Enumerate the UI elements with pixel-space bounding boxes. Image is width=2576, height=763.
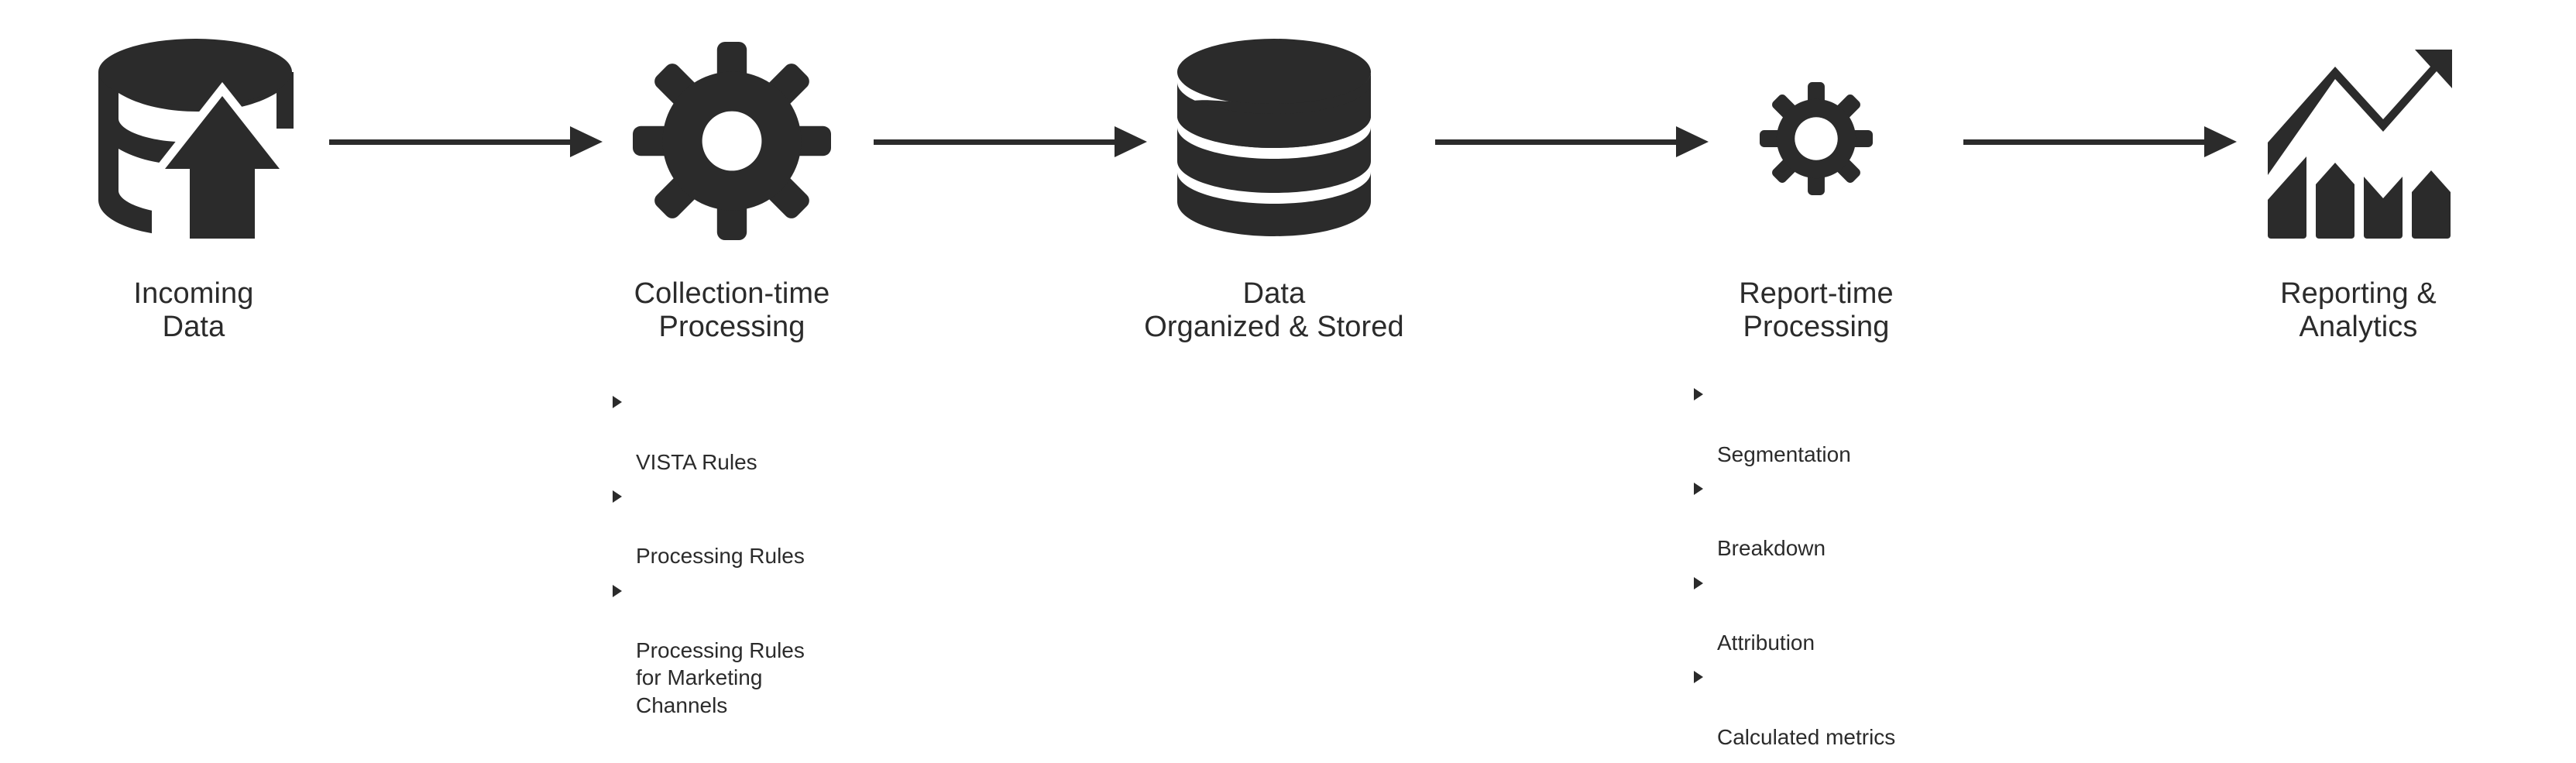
gear-small-icon [1760, 82, 1873, 195]
stage-incoming-data: Incoming Data [15, 0, 372, 669]
database-icon [1177, 39, 1371, 236]
arrow-connector-1 [329, 126, 603, 157]
arrow-shaft [874, 139, 1118, 145]
list-item: VISTA Rules [613, 394, 969, 476]
database-upload-icon [98, 39, 294, 239]
arrow-head-icon [1115, 126, 1147, 157]
stage-bullet-list: Segmentation Breakdown Attribution Calcu… [1638, 386, 2058, 763]
stage-icon-slot [15, 0, 372, 256]
arrow-connector-2 [874, 126, 1147, 157]
list-item-label: Attribution [1717, 631, 1815, 655]
stage-label: Reporting & Analytics [2280, 277, 2437, 343]
arrow-head-icon [2204, 126, 2237, 157]
stage-collection-time-processing: Collection-time Processing VISTA Rules P… [554, 0, 910, 717]
list-item: Attribution [1694, 575, 2050, 657]
stage-label: Collection-time Processing [634, 277, 830, 343]
triangle-bullet-icon [613, 490, 622, 503]
list-item: Processing Rules [613, 488, 969, 570]
list-item: Processing Rules for Marketing Channels [613, 583, 969, 719]
stage-label: Data Organized & Stored [1144, 277, 1404, 343]
stage-icon-slot [1638, 0, 1994, 256]
list-item-label: Segmentation [1717, 442, 1851, 466]
triangle-bullet-icon [613, 396, 622, 408]
stage-report-time-processing: Report-time Processing Segmentation Brea… [1638, 0, 1994, 749]
triangle-bullet-icon [613, 584, 622, 597]
arrow-shaft [1963, 139, 2207, 145]
triangle-bullet-icon [1694, 671, 1703, 684]
arrow-shaft [1435, 139, 1679, 145]
list-item-label: Processing Rules [636, 544, 805, 569]
stage-icon-slot [1096, 0, 1452, 256]
arrow-connector-4 [1963, 126, 2237, 157]
stage-bullet-list: VISTA Rules Processing Rules Processing … [554, 394, 984, 731]
stage-data-organized-stored: Data Organized & Stored [1096, 0, 1452, 669]
bar-chart-trend-icon [2268, 50, 2452, 239]
list-item: Segmentation [1694, 386, 2050, 468]
list-item-label: Calculated metrics [1717, 724, 1896, 749]
stage-label: Incoming Data [133, 277, 254, 343]
stage-icon-slot [554, 0, 910, 256]
gear-icon [633, 42, 831, 240]
stage-label: Report-time Processing [1739, 277, 1894, 343]
arrow-shaft [329, 139, 573, 145]
list-item-label: Breakdown [1717, 536, 1826, 561]
arrow-head-icon [1676, 126, 1709, 157]
list-item: Breakdown [1694, 480, 2050, 562]
stage-reporting-analytics: Reporting & Analytics [2180, 0, 2537, 669]
diagram-canvas: Incoming Data Collectio [15, 0, 2537, 749]
list-item-label: VISTA Rules [636, 449, 757, 474]
arrow-connector-3 [1435, 126, 1709, 157]
arrow-head-icon [570, 126, 603, 157]
triangle-bullet-icon [1694, 482, 1703, 495]
list-item-label: Processing Rules for Marketing Channels [636, 638, 805, 717]
triangle-bullet-icon [1694, 388, 1703, 400]
triangle-bullet-icon [1694, 576, 1703, 589]
list-item: Calculated metrics [1694, 668, 2050, 751]
stage-icon-slot [2180, 0, 2537, 256]
